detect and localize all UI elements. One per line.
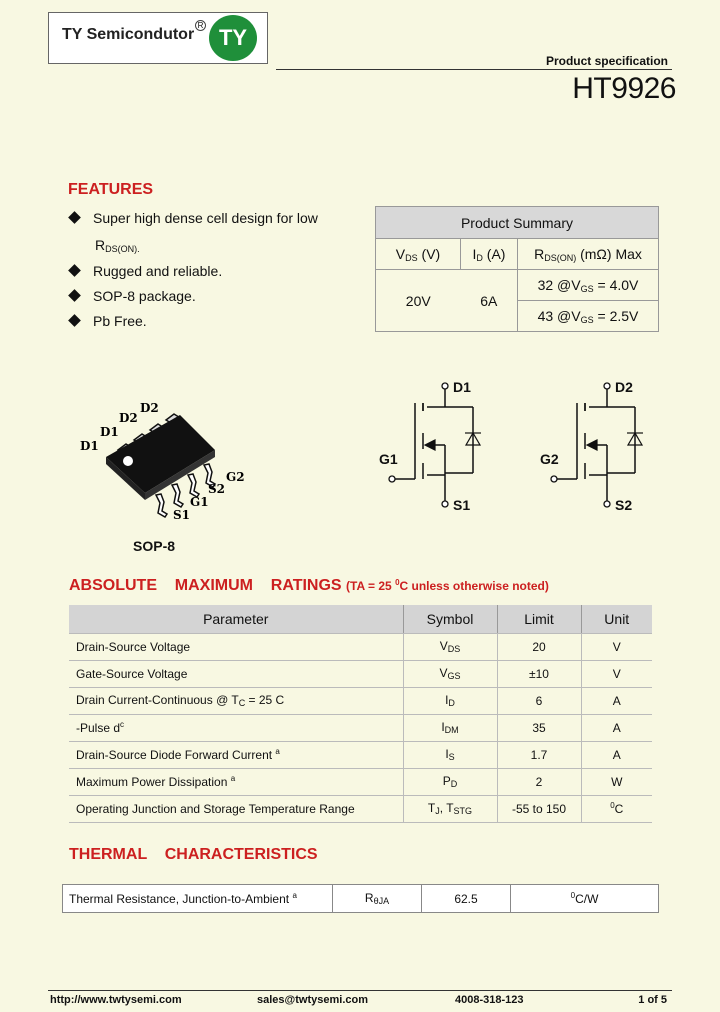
source-label: S2 (615, 497, 632, 513)
feature-item: SOP-8 package. (68, 288, 196, 304)
pin-label: D1 (80, 439, 99, 453)
footer-rule (48, 990, 672, 991)
pin-label: G2 (226, 470, 245, 484)
features-heading: FEATURES (68, 181, 154, 198)
gate-label: G2 (540, 451, 559, 467)
column-header: Symbol (402, 605, 497, 634)
part-number: HT9926 (572, 72, 676, 105)
summary-rds-value: 43 @VGS = 2.5V (517, 300, 659, 332)
table-row: -Pulse dc IDM 35 A (69, 714, 652, 742)
table-row: Gate-Source Voltage VGS ±10 V (69, 660, 652, 688)
footer-url-link[interactable]: http://www.twtysemi.com (50, 994, 182, 1006)
feature-item: Super high dense cell design for low (68, 210, 318, 226)
footer-phone: 4008-318-123 (455, 994, 524, 1006)
feature-item: Rugged and reliable. (68, 263, 222, 279)
pin-label: D2 (140, 401, 159, 415)
summary-header-vds: VDS (V) (375, 238, 461, 270)
pin-label: S1 (173, 508, 190, 522)
table-row: Maximum Power Dissipation a PD 2 W (69, 768, 652, 796)
spec-label: Product specification (545, 54, 668, 68)
table-row: Operating Junction and Storage Temperatu… (69, 795, 652, 823)
drain-label: D1 (453, 379, 471, 395)
column-header: Parameter (69, 605, 403, 634)
summary-header-rds: RDS(ON) (mΩ) Max (517, 238, 659, 270)
bullet-diamond-icon (68, 264, 81, 277)
company-logo: TY (209, 15, 257, 61)
page-number: 1 of 5 (638, 994, 667, 1006)
pin-label: G1 (190, 495, 209, 509)
column-header: Limit (496, 605, 581, 634)
thermal-heading: THERMAL CHARACTERISTICS (69, 846, 318, 863)
ratings-heading: ABSOLUTE MAXIMUM RATINGS (TA = 25 0C unl… (69, 577, 549, 594)
summary-vds-value: 20V (375, 269, 461, 332)
footer-email-link[interactable]: sales@twtysemi.com (257, 994, 368, 1006)
pin-label: D2 (119, 411, 138, 425)
bullet-diamond-icon (68, 289, 81, 302)
table-row: Drain Current-Continuous @ TC = 25 C ID … (69, 687, 652, 715)
package-label: SOP-8 (133, 538, 176, 554)
mosfet-schematic-diagram: D1 G1 S1 D2 G2 S2 (379, 379, 644, 513)
gate-label: G1 (379, 451, 398, 467)
column-header: Unit (580, 605, 652, 634)
summary-title: Product Summary (375, 206, 659, 239)
summary-header-id: ID (A) (460, 238, 518, 270)
ratings-table: Parameter Symbol Limit Unit Drain-Source… (69, 605, 652, 823)
brand-name: TY Semicondutor (62, 26, 195, 43)
header-rule (276, 69, 672, 70)
bullet-diamond-icon (68, 211, 81, 224)
product-summary-table: Product Summary VDS (V) ID (A) RDS(ON) (… (375, 206, 659, 332)
table-row: Thermal Resistance, Junction-to-Ambient … (62, 884, 659, 913)
source-label: S1 (453, 497, 470, 513)
table-row: Drain-Source Diode Forward Current a IS … (69, 741, 652, 769)
summary-rds-value: 32 @VGS = 4.0V (517, 269, 659, 301)
registered-mark: R (195, 20, 206, 31)
pin-label: D1 (100, 425, 119, 439)
feature-item: Pb Free. (68, 313, 147, 329)
sop8-package-illustration: D1 D1 D2 D2 S1 G1 S2 G2 (80, 401, 245, 522)
table-row: Drain-Source Voltage VDS 20 V (69, 633, 652, 661)
summary-id-value: 6A (460, 269, 518, 332)
bullet-diamond-icon (68, 314, 81, 327)
ratings-note: (TA = 25 0C unless otherwise noted) (346, 578, 549, 593)
thermal-table: Thermal Resistance, Junction-to-Ambient … (62, 884, 659, 913)
pin-label: S2 (208, 482, 225, 496)
feature-item-continued: RDS(ON). (95, 237, 140, 254)
drain-label: D2 (615, 379, 633, 395)
